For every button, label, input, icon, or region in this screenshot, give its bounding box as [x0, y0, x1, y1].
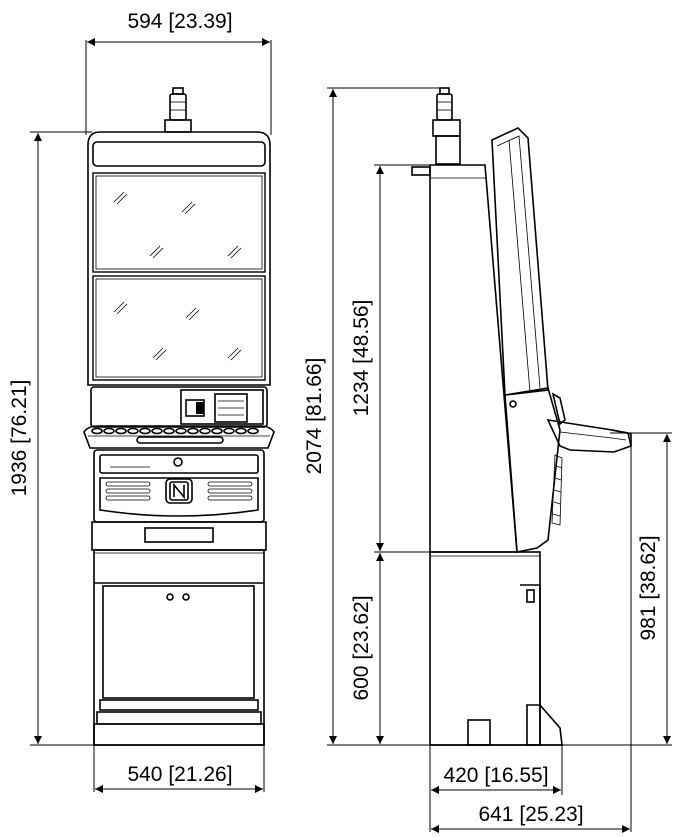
- candle-light-front: [164, 87, 192, 133]
- lower-screen: [92, 275, 266, 381]
- side-view: [411, 87, 632, 746]
- upper-body-side: [429, 164, 518, 553]
- upper-screen: [92, 172, 266, 273]
- dim-side-depth-base: 420 [16.55]: [429, 745, 563, 832]
- button-deck-front: [83, 425, 275, 449]
- button-deck-side: [546, 418, 632, 453]
- topper-panel: [92, 141, 266, 167]
- speaker-grille-side: [551, 454, 563, 526]
- screen-housing-side: [491, 127, 549, 396]
- door-lock-right: [182, 593, 190, 601]
- dim-front-height-label: 1936 [76.21]: [8, 380, 31, 497]
- dim-front-width-bottom-label: 540 [21.26]: [127, 763, 232, 786]
- base-door: [102, 585, 255, 699]
- front-view: [83, 87, 275, 746]
- dim-side-deck-height: 981 [38.62]: [563, 432, 672, 746]
- dim-side-depth-total: 641 [25.23]: [431, 440, 632, 833]
- dim-front-height: 1936 [76.21]: [8, 131, 96, 746]
- dim-side-upper-height: 1234 [48.56]: [350, 164, 430, 553]
- dim-side-depth-base-label: 420 [16.55]: [443, 764, 548, 787]
- glass-reflections: [113, 191, 242, 361]
- base-slot-side: [467, 719, 491, 746]
- dim-side-deck-height-label: 981 [38.62]: [637, 535, 660, 640]
- tray-front: [91, 521, 267, 551]
- belly-panel-front: [93, 449, 265, 523]
- dim-front-width-top-label: 594 [23.39]: [127, 10, 232, 33]
- dim-front-width-bottom: 540 [21.26]: [93, 745, 265, 793]
- dim-side-total-height: 2074 [81.66]: [303, 87, 444, 746]
- peripheral-panel: [90, 386, 268, 428]
- base-foot-side: [526, 704, 563, 746]
- dim-side-total-height-label: 2074 [81.66]: [303, 358, 326, 475]
- door-lock-left: [166, 593, 174, 601]
- candle-light-side: [432, 87, 461, 165]
- dim-side-lower-height-label: 600 [23.62]: [350, 595, 373, 700]
- novomatic-n-logo-icon: [165, 478, 193, 504]
- dim-side-lower-height: 600 [23.62]: [350, 553, 384, 744]
- base-cabinet-side: [429, 551, 541, 746]
- console-side: [504, 387, 561, 553]
- top-housing-front: [87, 131, 271, 386]
- dim-front-width-top: 594 [23.39]: [85, 10, 272, 135]
- base-cabinet-front: [93, 549, 265, 746]
- dim-side-upper-height-label: 1234 [48.56]: [350, 300, 373, 417]
- dim-side-depth-total-label: 641 [25.23]: [478, 803, 583, 826]
